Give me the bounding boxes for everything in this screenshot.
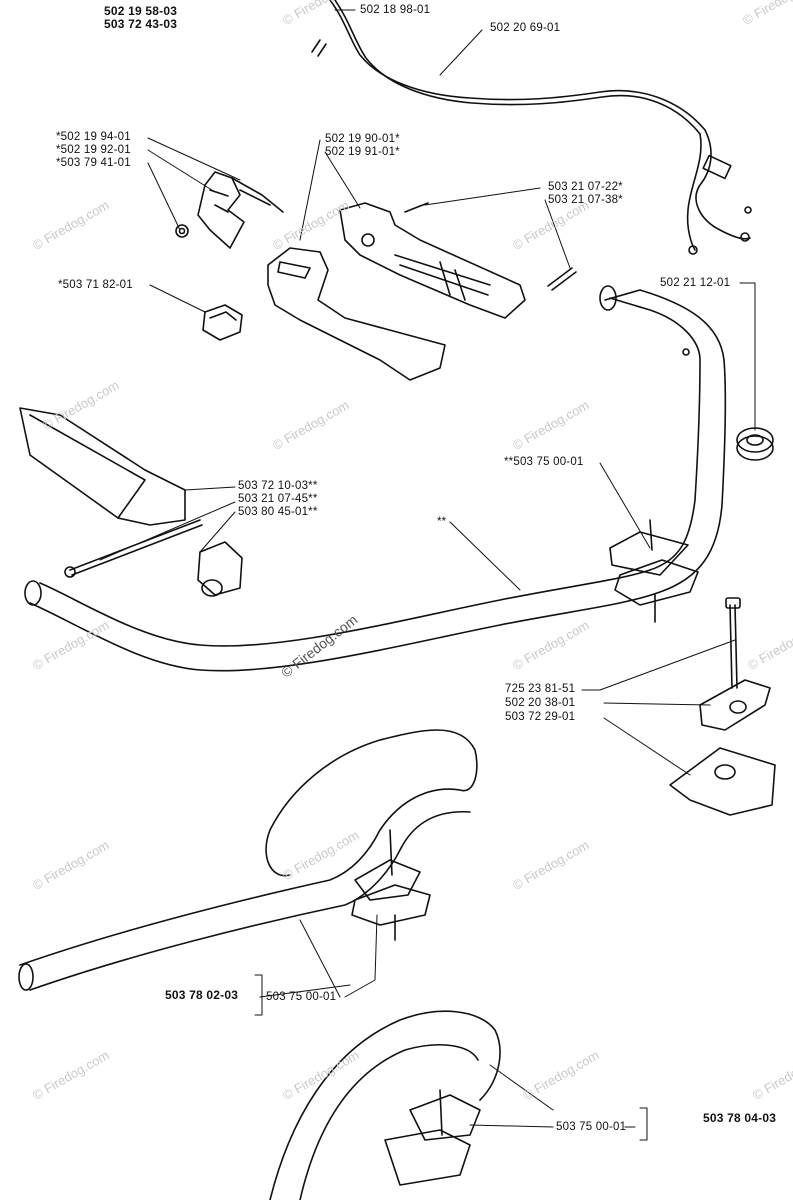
- part-label: 502 21 12-01: [660, 277, 731, 289]
- handlebar-clamp: [609, 519, 699, 623]
- part-label: **: [437, 516, 447, 528]
- part-label: 503 72 10-03**: [238, 480, 318, 492]
- throttle-trigger: [175, 171, 284, 249]
- cowhorn-handlebar: [19, 285, 727, 672]
- part-label: *502 19 92-01: [56, 144, 131, 156]
- part-label: 725 23 81-51: [505, 683, 576, 695]
- part-label: 502 20 69-01: [490, 22, 561, 34]
- part-label: *503 79 41-01: [56, 157, 131, 169]
- kit-number-b: 503 72 43-03: [104, 17, 178, 31]
- part-label: 503 75 00-01: [266, 991, 337, 1003]
- wiring-harness: [311, 0, 752, 255]
- part-label: *502 19 94-01: [56, 131, 131, 143]
- stop-switch: [202, 304, 243, 341]
- part-label: 503 72 29-01: [505, 711, 576, 723]
- part-label: 502 18 98-01: [360, 4, 431, 16]
- loop-handle: [18, 729, 478, 991]
- kit-number-a: 502 19 58-03: [104, 4, 178, 18]
- part-label: *503 71 82-01: [58, 279, 133, 291]
- part-label: 502 20 38-01: [505, 697, 576, 709]
- part-label: 503 75 00-01: [556, 1121, 627, 1133]
- part-label: 502 19 90-01*: [325, 133, 400, 145]
- part-label: 503 78 02-03: [165, 988, 239, 1002]
- part-label: 503 80 45-01**: [238, 506, 318, 518]
- clamp-knob-assembly: [669, 597, 776, 816]
- grommet: [736, 427, 774, 461]
- leader-lines: [99, 9, 756, 1141]
- part-label: 503 21 07-45**: [238, 493, 318, 505]
- part-label: 503 21 07-22*: [548, 181, 623, 193]
- loop-handle-lower: [269, 1010, 501, 1200]
- handle-housing: [267, 202, 577, 381]
- part-label: 502 19 91-01*: [325, 146, 400, 158]
- part-label: 503 21 07-38*: [548, 194, 623, 206]
- part-label: **503 75 00-01: [504, 456, 584, 468]
- part-label: 503 78 04-03: [703, 1111, 777, 1125]
- grip-clamp: [64, 519, 243, 597]
